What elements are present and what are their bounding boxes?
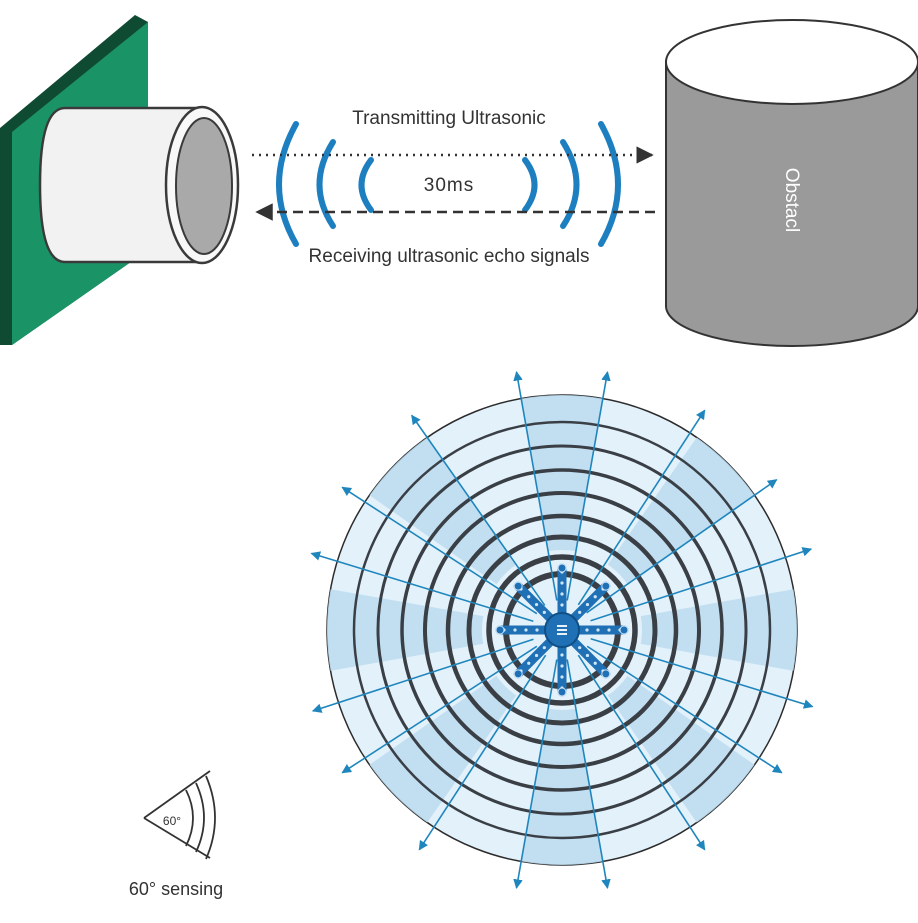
transmit-waves: [276, 121, 374, 247]
receive-label: Receiving ultrasonic echo signals: [309, 246, 590, 267]
robot-arm-hole: [593, 595, 597, 599]
echo-ring: [486, 554, 638, 706]
robot-arm-hole: [534, 602, 539, 607]
robot-arm-hole: [560, 664, 564, 668]
sensing-ray: [310, 551, 534, 622]
robot-arm-hole: [542, 646, 546, 650]
echo-ring: [400, 468, 724, 792]
robot-arm-hole: [578, 646, 582, 650]
sensing-ray: [586, 645, 783, 774]
echo-ring: [445, 513, 679, 747]
robot-arm-hole: [513, 628, 517, 632]
robot-arm-tip: [601, 669, 611, 679]
sensing-ray: [566, 371, 611, 601]
robot-arm-hole: [596, 628, 600, 632]
sensing-ray: [513, 659, 558, 889]
robot-arm-tip: [619, 625, 629, 635]
sensing-ray: [577, 409, 706, 606]
robot-arm-tip: [513, 669, 523, 679]
transducer-cylinder: [38, 105, 240, 265]
sensing-ray: [566, 659, 611, 889]
obstacle-cylinder: [665, 19, 918, 347]
robot-arm-hole: [534, 653, 539, 658]
sensing-band: [327, 589, 484, 671]
robot-arm-hole: [560, 603, 564, 607]
robot-arm-hole: [560, 675, 564, 679]
echo-waves: [522, 121, 621, 247]
sensing-ray: [311, 638, 534, 713]
transmit-label: Transmitting Ultrasonic: [352, 108, 546, 129]
robot-hub: [495, 563, 629, 697]
robot-arm-hole: [527, 595, 531, 599]
robot-arm-hole: [542, 610, 546, 614]
robot-arm-hole: [560, 581, 564, 585]
robot-arm-tip: [557, 563, 567, 573]
robot-arm-hole: [578, 610, 582, 614]
echo-ring: [423, 491, 701, 769]
robot-arm-hole: [593, 661, 597, 665]
sensing-band: [607, 675, 755, 823]
sensing-ray: [590, 547, 813, 622]
robot-arm-hole: [585, 602, 590, 607]
robot-arm-hole: [607, 628, 611, 632]
robot-arm-tip: [557, 687, 567, 697]
robot-arm-hole: [535, 628, 539, 632]
sensing-ray: [577, 654, 706, 851]
robot-arm-hole: [527, 661, 531, 665]
angle-label: 60°: [163, 814, 181, 828]
sensing-ray: [341, 486, 538, 615]
robot-arm-hole: [560, 653, 564, 657]
sensing-band: [607, 437, 755, 585]
sensing-ray: [586, 479, 778, 614]
sensing-ray: [341, 645, 538, 774]
robot-arm-tip: [495, 625, 505, 635]
robot-arm-tip: [513, 581, 523, 591]
echo-ring: [352, 420, 772, 840]
robot-arm-hole: [585, 628, 589, 632]
sensing-ray: [590, 638, 814, 709]
sensing-band: [369, 675, 517, 823]
robot-arm-hole: [585, 653, 590, 658]
echo-ring: [376, 444, 748, 816]
robot-arm-tip: [601, 581, 611, 591]
sensing-angle-icon: [143, 770, 216, 860]
sensing-band: [640, 589, 798, 671]
robot-arm-hole: [524, 628, 528, 632]
sensing-ray: [418, 654, 547, 851]
obstacle-label: Obstacl: [781, 168, 802, 232]
sensing-band: [369, 437, 517, 585]
sensing-ray: [513, 371, 558, 601]
time-label: 30ms: [424, 175, 474, 196]
echo-ring: [466, 534, 658, 726]
sensing-ray: [411, 414, 546, 606]
robot-arm-hole: [560, 592, 564, 596]
sensing-label: 60° sensing: [129, 879, 223, 899]
